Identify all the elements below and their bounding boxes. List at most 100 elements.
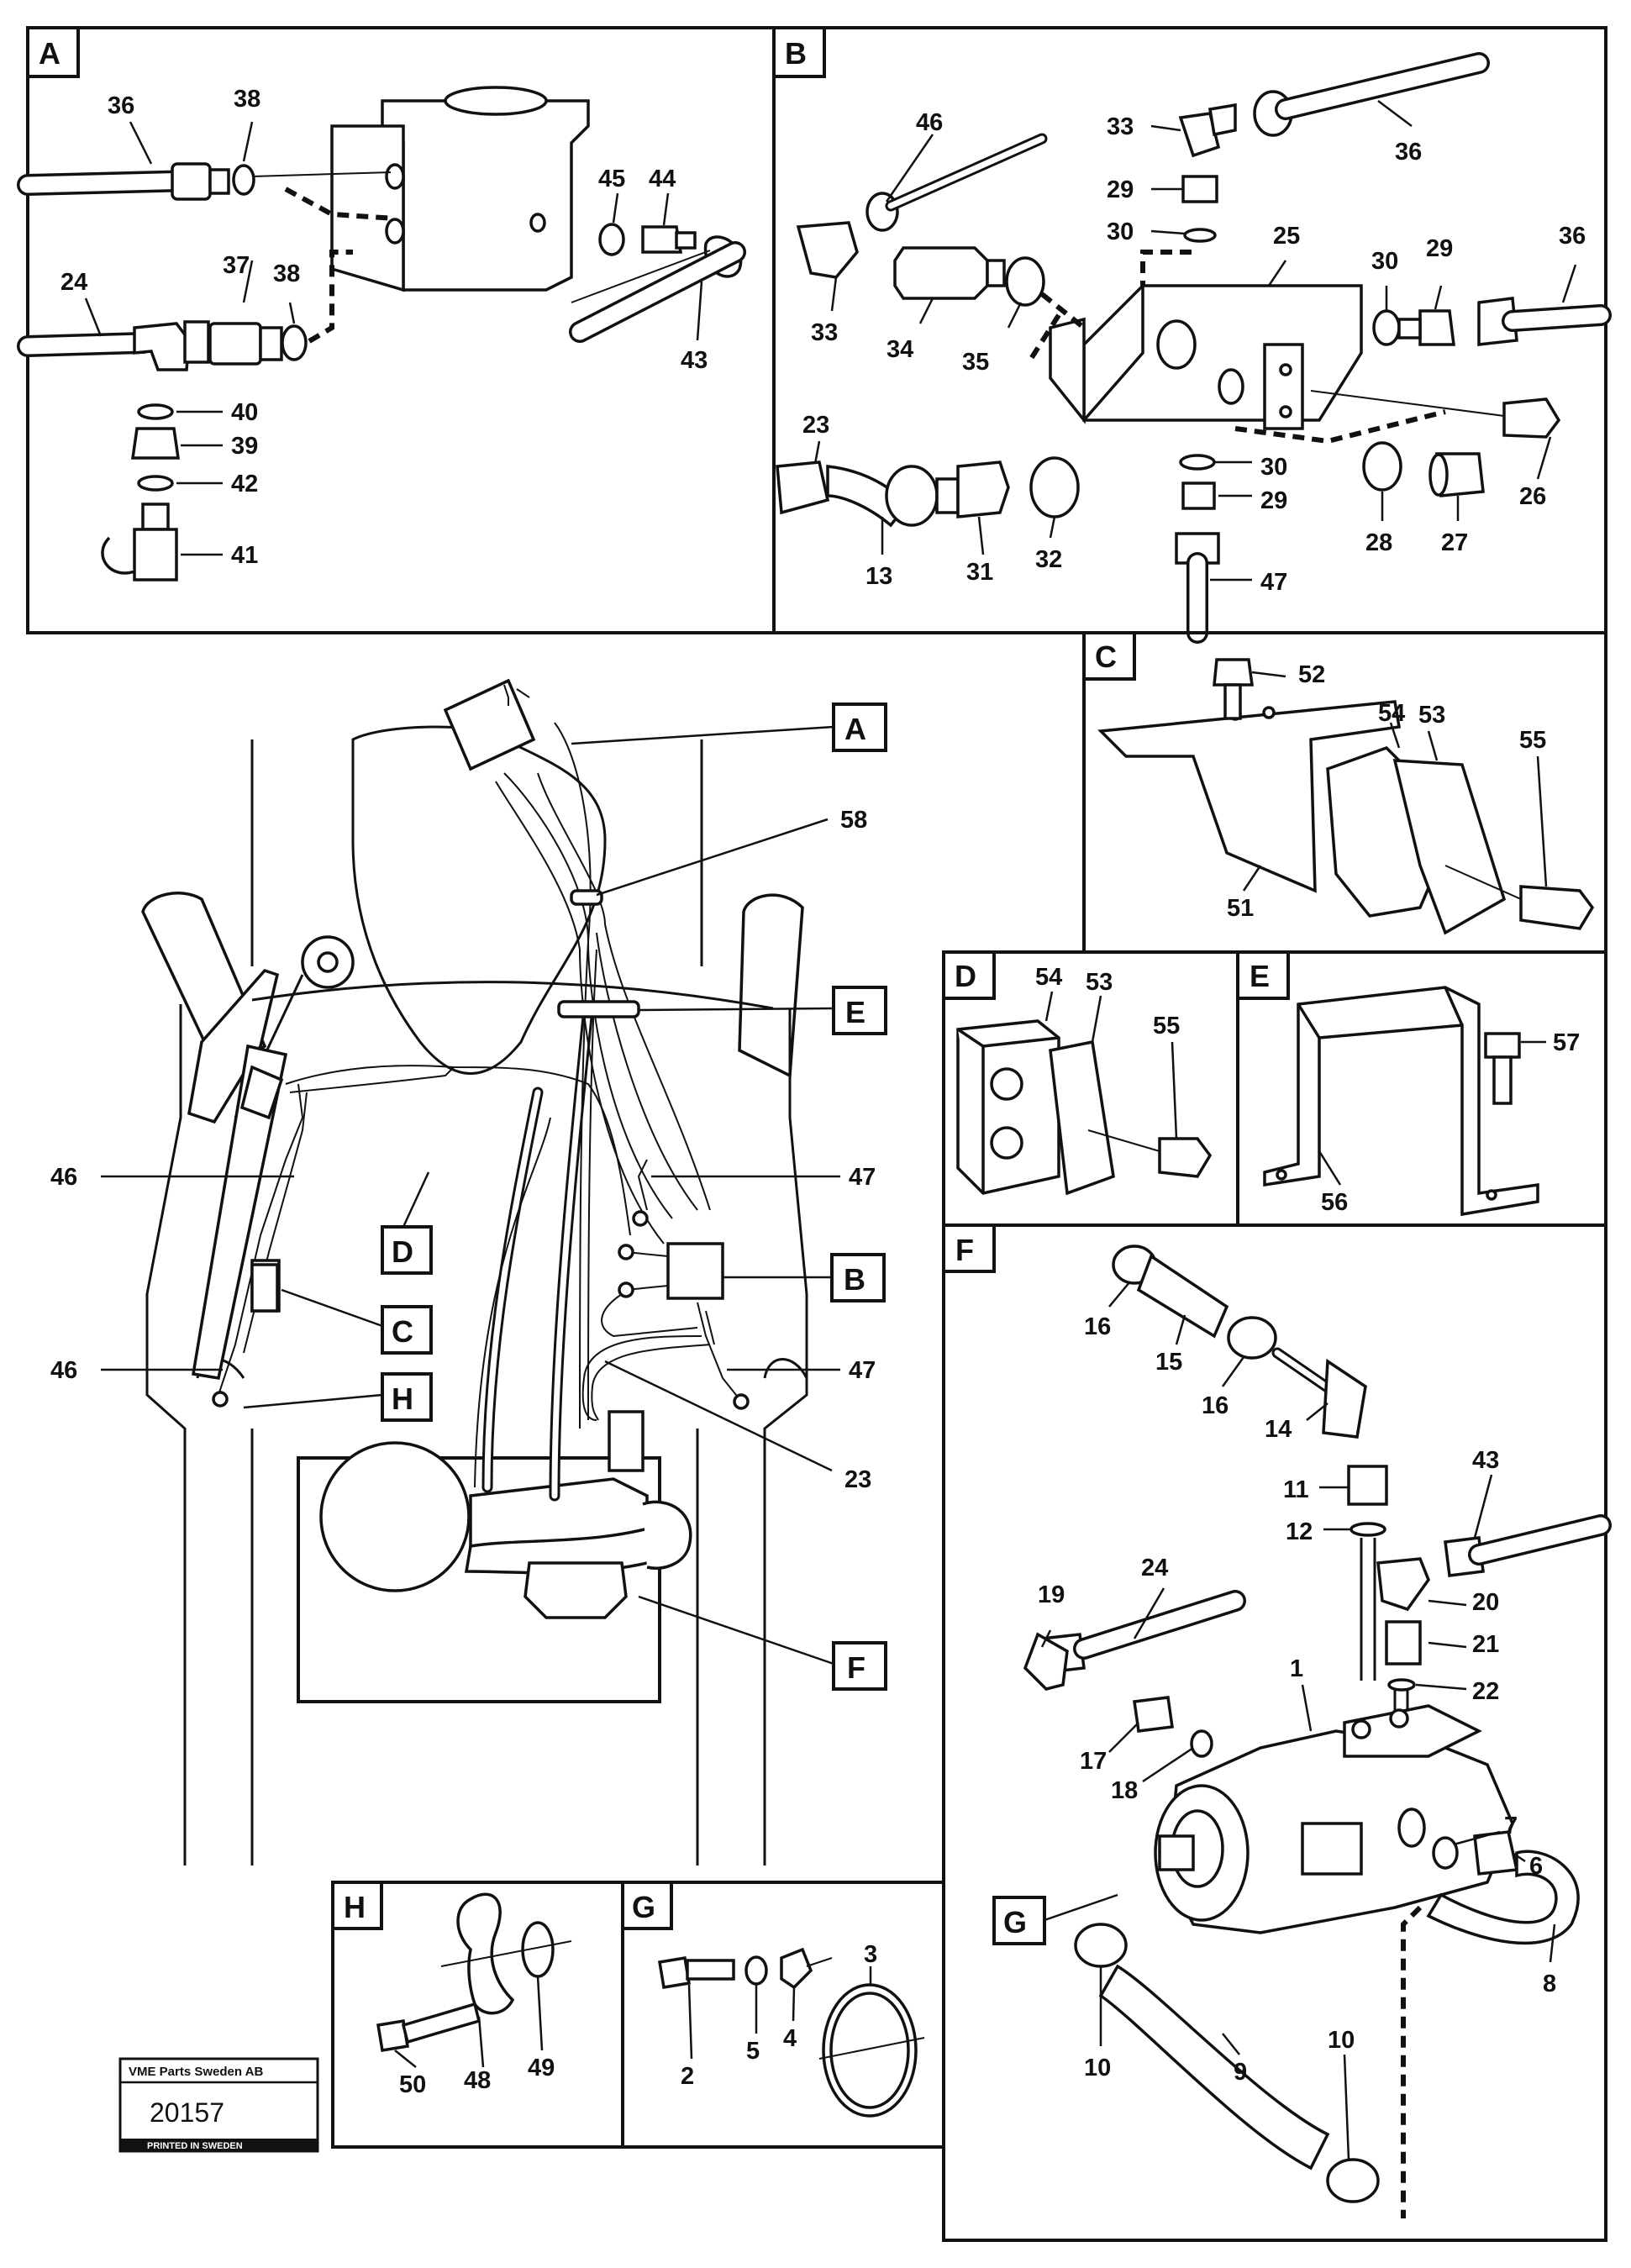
panel-c-callouts: 52 54 53 55 51 bbox=[1227, 661, 1546, 922]
part-callout-15: 15 bbox=[1155, 1349, 1182, 1376]
part-callout-23: 23 bbox=[802, 412, 829, 439]
part-callout-46: 46 bbox=[50, 1357, 77, 1384]
overview-ref-h bbox=[381, 1372, 433, 1422]
part-callout-24: 24 bbox=[61, 269, 87, 296]
part-callout-53: 53 bbox=[1086, 969, 1113, 996]
part-callout-29: 29 bbox=[1260, 487, 1287, 514]
panel-g-callouts: 2 3 5 4 bbox=[681, 1941, 877, 2090]
part-callout-52: 52 bbox=[1298, 661, 1325, 688]
part-callout-31: 31 bbox=[966, 559, 993, 586]
part-callout-17: 17 bbox=[1080, 1748, 1107, 1775]
part-callout-36: 36 bbox=[108, 92, 134, 119]
part-callout-58: 58 bbox=[840, 807, 867, 834]
panel-e-label: E bbox=[1250, 959, 1270, 993]
panel-h: H bbox=[331, 1881, 624, 2149]
overview-ref-a bbox=[832, 703, 887, 752]
part-callout-55: 55 bbox=[1153, 1013, 1180, 1039]
part-callout-24: 24 bbox=[1141, 1555, 1168, 1581]
part-callout-34: 34 bbox=[887, 336, 913, 363]
part-callout-51: 51 bbox=[1227, 895, 1254, 922]
part-callout-42: 42 bbox=[231, 471, 258, 497]
panel-f-callouts: 16 15 16 14 11 43 12 24 19 20 21 22 1 17… bbox=[1038, 1313, 1556, 2086]
part-callout-5: 5 bbox=[746, 2038, 760, 2065]
part-callout-23: 23 bbox=[844, 1466, 871, 1493]
overview-ref-b bbox=[830, 1253, 886, 1302]
part-callout-35: 35 bbox=[962, 349, 989, 376]
part-callout-9: 9 bbox=[1234, 2059, 1247, 2086]
overview-machine bbox=[141, 678, 808, 1865]
part-callout-16: 16 bbox=[1084, 1313, 1111, 1340]
panel-e-callouts: 57 56 bbox=[1321, 1029, 1580, 1216]
part-callout-14: 14 bbox=[1265, 1416, 1292, 1443]
publisher-stamp: VME Parts Sweden AB 20157 PRINTED IN SWE… bbox=[118, 2057, 319, 2153]
part-callout-22: 22 bbox=[1472, 1678, 1499, 1705]
overview-ref-f bbox=[832, 1641, 887, 1691]
detail-ref-c: C bbox=[392, 1314, 413, 1349]
part-callout-40: 40 bbox=[231, 399, 258, 426]
part-callout-30: 30 bbox=[1107, 218, 1134, 245]
overview-ref-c bbox=[381, 1305, 433, 1355]
part-callout-30: 30 bbox=[1260, 454, 1287, 481]
panel-b: B bbox=[772, 26, 1612, 644]
overview-ref-e bbox=[832, 986, 887, 1035]
panel-c: C bbox=[1082, 631, 1607, 954]
part-callout-1: 1 bbox=[1290, 1655, 1303, 1682]
part-callout-39: 39 bbox=[231, 433, 258, 460]
hydraulic-pump-1 bbox=[1154, 1704, 1514, 1934]
part-callout-32: 32 bbox=[1035, 546, 1062, 573]
overview-ref-d bbox=[381, 1225, 433, 1275]
part-callout-29: 29 bbox=[1107, 176, 1134, 203]
part-callout-16: 16 bbox=[1202, 1392, 1229, 1419]
part-callout-54: 54 bbox=[1378, 700, 1405, 727]
part-callout-47: 47 bbox=[1260, 569, 1287, 596]
valve-block-25 bbox=[1049, 284, 1363, 430]
stamp-printed: PRINTED IN SWEDEN bbox=[147, 2141, 243, 2151]
part-callout-56: 56 bbox=[1321, 1189, 1348, 1216]
part-callout-10: 10 bbox=[1084, 2055, 1111, 2081]
part-callout-43: 43 bbox=[1472, 1447, 1499, 1474]
part-callout-25: 25 bbox=[1273, 223, 1300, 250]
part-callout-3: 3 bbox=[864, 1941, 877, 1968]
panel-h-label: H bbox=[344, 1890, 366, 1924]
part-callout-37: 37 bbox=[223, 252, 250, 279]
part-callout-44: 44 bbox=[649, 166, 676, 192]
panel-a-label: A bbox=[39, 36, 61, 71]
part-callout-49: 49 bbox=[528, 2055, 555, 2081]
part-callout-48: 48 bbox=[464, 2067, 491, 2094]
part-callout-4: 4 bbox=[783, 2025, 797, 2052]
panel-e: E bbox=[1236, 950, 1607, 1227]
panel-a-callouts: 36 38 45 44 24 37 38 40 39 42 41 43 bbox=[61, 86, 708, 569]
part-callout-27: 27 bbox=[1441, 529, 1468, 556]
part-callout-21: 21 bbox=[1472, 1631, 1499, 1658]
part-callout-26: 26 bbox=[1519, 483, 1546, 510]
part-callout-46: 46 bbox=[50, 1164, 77, 1191]
part-callout-38: 38 bbox=[234, 86, 260, 113]
part-callout-57: 57 bbox=[1553, 1029, 1580, 1056]
part-callout-36: 36 bbox=[1559, 223, 1586, 250]
panel-f: F bbox=[942, 1223, 1612, 2242]
panel-h-callouts: 49 50 48 bbox=[399, 2055, 555, 2098]
detail-ref-a: A bbox=[844, 712, 866, 746]
part-callout-19: 19 bbox=[1038, 1581, 1065, 1608]
part-callout-53: 53 bbox=[1418, 702, 1445, 729]
detail-ref-e: E bbox=[845, 995, 865, 1029]
part-callout-54: 54 bbox=[1035, 964, 1062, 991]
part-callout-29: 29 bbox=[1426, 235, 1453, 262]
part-callout-50: 50 bbox=[399, 2071, 426, 2098]
part-callout-13: 13 bbox=[865, 563, 892, 590]
detail-ref-f: F bbox=[847, 1650, 865, 1685]
part-callout-10: 10 bbox=[1328, 2027, 1355, 2054]
stamp-company: VME Parts Sweden AB bbox=[129, 2065, 263, 2079]
panel-a: A bbox=[17, 26, 776, 634]
part-callout-33: 33 bbox=[811, 319, 838, 346]
part-callout-11: 11 bbox=[1283, 1476, 1309, 1503]
panel-d-callouts: 54 53 55 bbox=[1035, 964, 1180, 1039]
part-callout-12: 12 bbox=[1286, 1518, 1313, 1545]
part-callout-47: 47 bbox=[849, 1164, 876, 1191]
part-callout-46: 46 bbox=[916, 109, 943, 136]
part-callout-36: 36 bbox=[1395, 139, 1422, 166]
part-callout-20: 20 bbox=[1472, 1589, 1499, 1616]
detail-ref-d: D bbox=[392, 1234, 413, 1269]
panel-b-label: B bbox=[785, 36, 807, 71]
stamp-number: 20157 bbox=[150, 2097, 224, 2128]
